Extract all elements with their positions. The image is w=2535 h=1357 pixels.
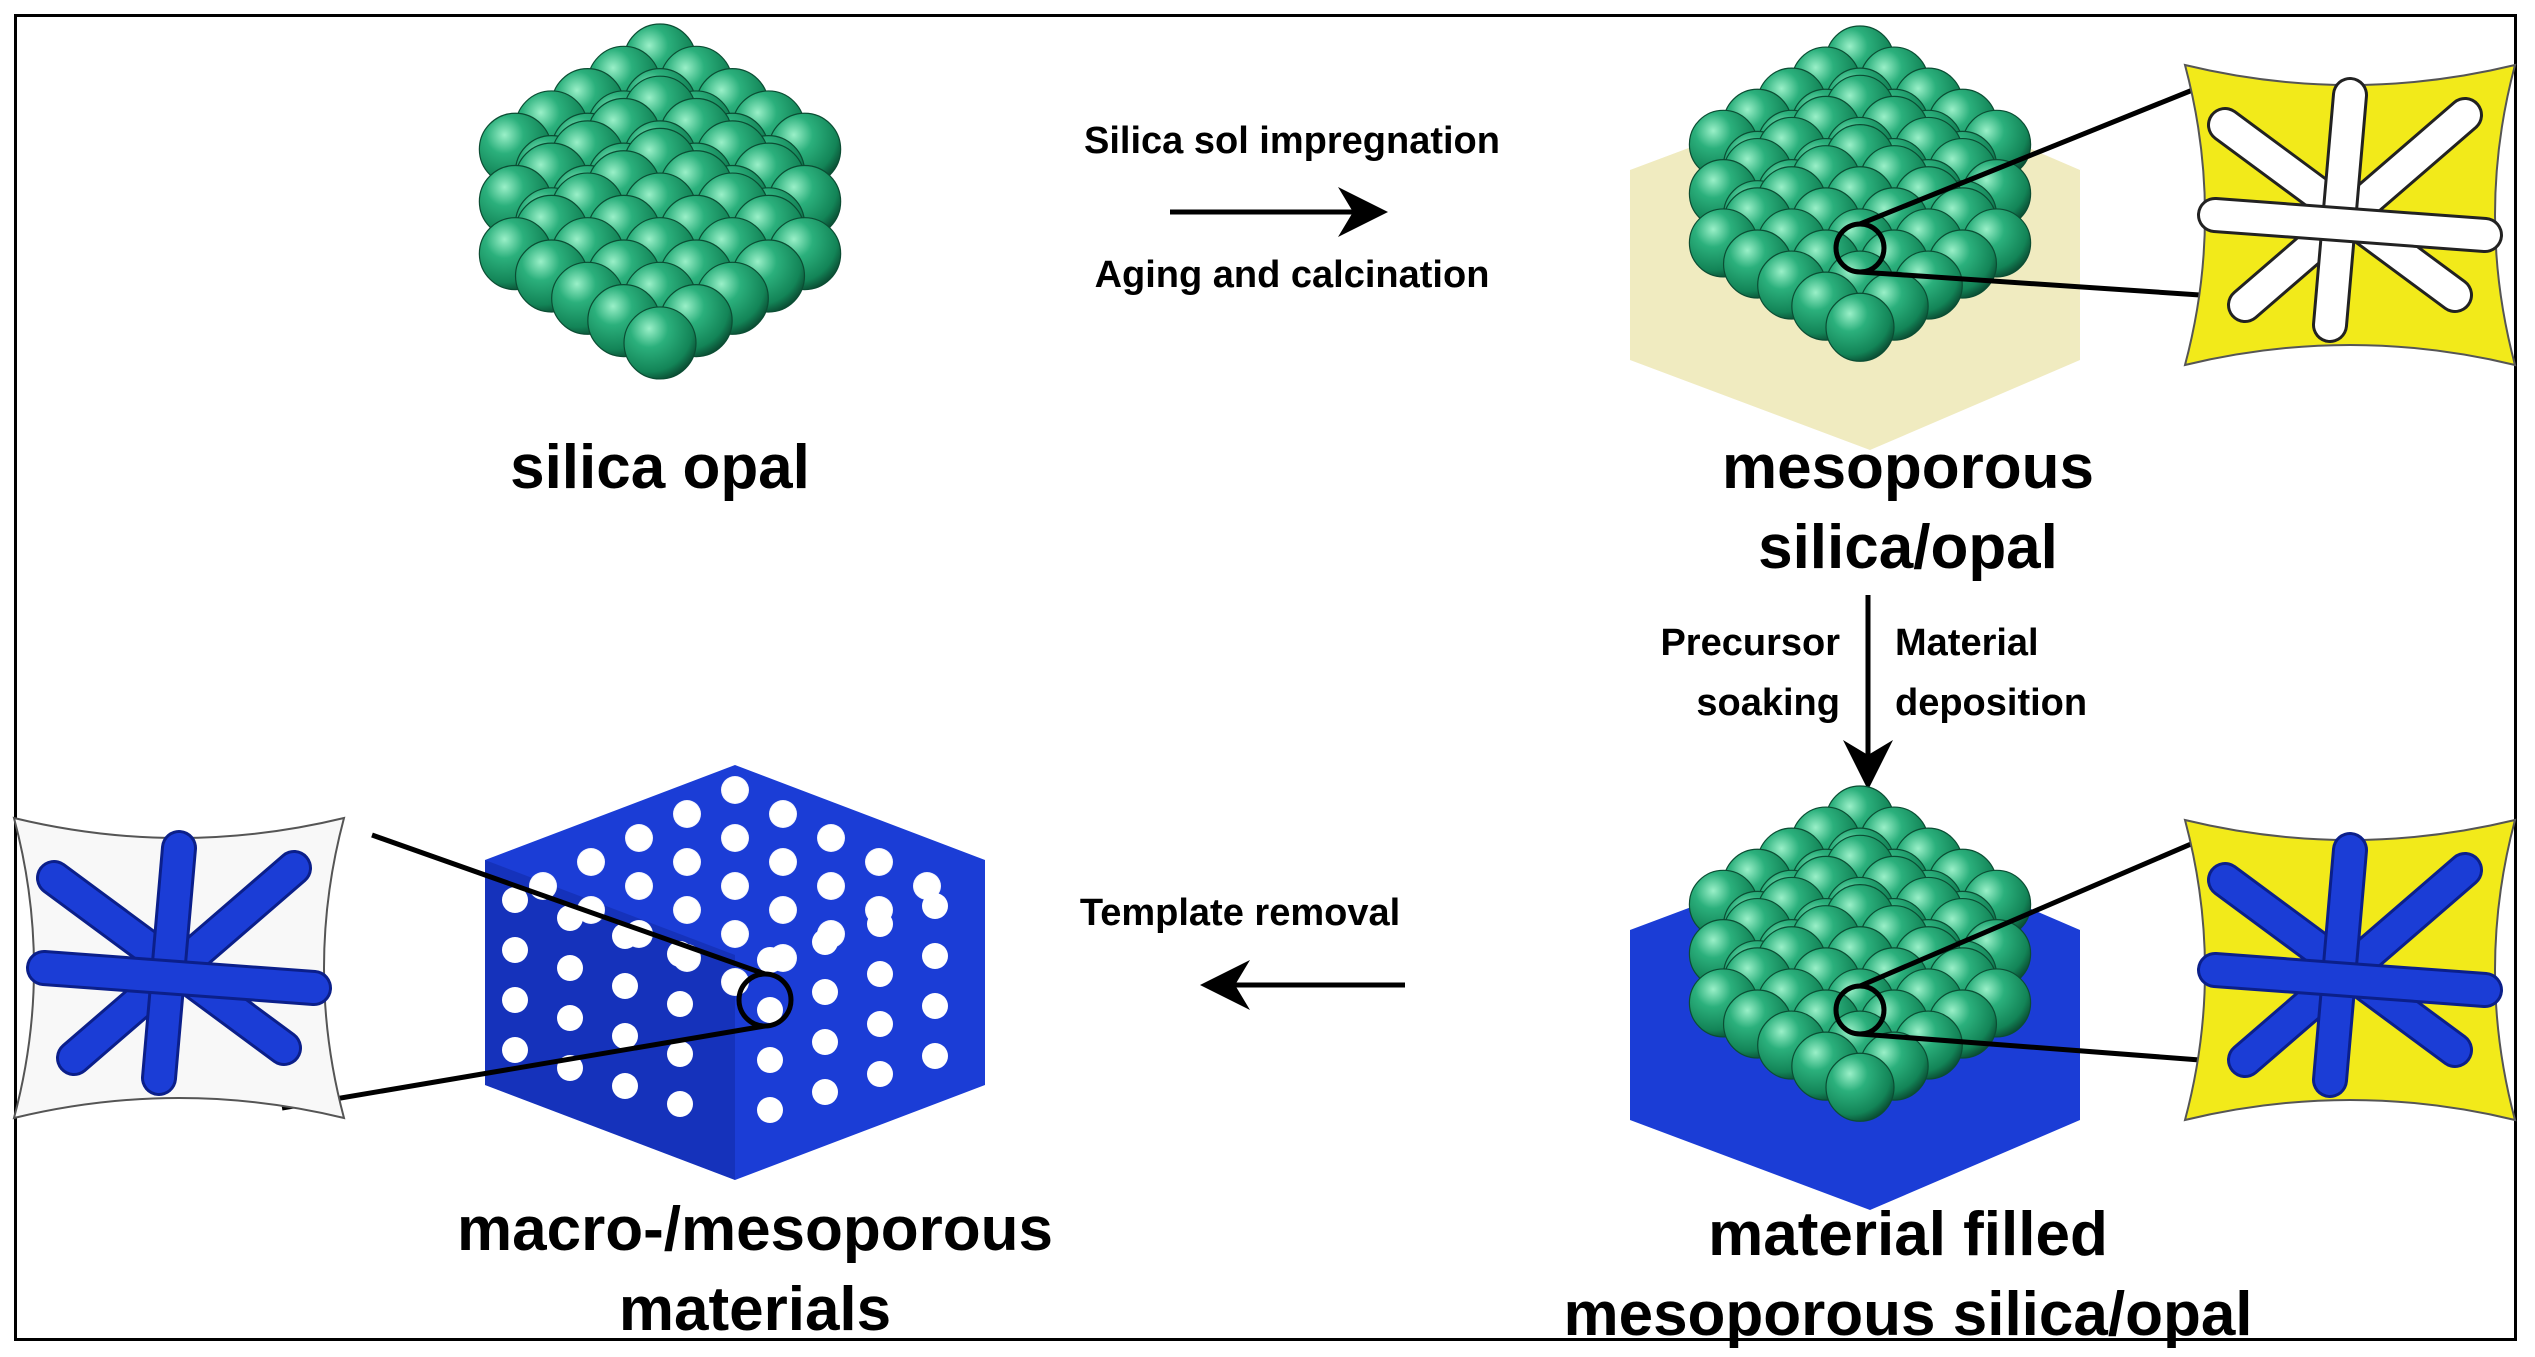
label-material: Material [1895, 622, 2039, 664]
zoom-line-br-1 [1859, 835, 2206, 989]
inverse-side-hole [667, 991, 693, 1017]
inverse-side-hole [612, 973, 638, 999]
inverse-side-hole [757, 1047, 783, 1073]
label-silica-sol-impregnation: Silica sol impregnation [1084, 120, 1500, 162]
inverse-hole [865, 848, 893, 876]
inverse-hole [769, 896, 797, 924]
inverse-side-hole [812, 929, 838, 955]
zoom-line-left-2 [281, 1023, 766, 1111]
zoom-line-top-2 [1859, 269, 2201, 298]
label-silica-opal-2: silica/opal [1758, 513, 2058, 582]
inverse-side-hole [867, 1061, 893, 1087]
label-silica-opal: silica opal [510, 433, 810, 502]
zoom-filled-network [2183, 818, 2517, 1122]
zoom-line-top-1 [1859, 82, 2206, 227]
inverse-side-hole [612, 923, 638, 949]
silica-opal-cluster [478, 23, 842, 380]
inverse-side-hole [502, 937, 528, 963]
zoom-mesopore-network [2183, 63, 2517, 367]
inverse-hole [721, 872, 749, 900]
inverse-hole [625, 872, 653, 900]
inverse-hole [769, 848, 797, 876]
inverse-side-hole [867, 1011, 893, 1037]
inverse-side-hole [812, 1029, 838, 1055]
label-macro-mesoporous: macro-/mesoporous [457, 1195, 1053, 1264]
inverse-hole [673, 848, 701, 876]
inverse-hole [721, 824, 749, 852]
zoom-line-left-1 [371, 832, 766, 977]
inverse-side-hole [557, 905, 583, 931]
figure-frame [14, 14, 2517, 1341]
zoom-top-tube [2200, 200, 2500, 250]
inverse-hole [673, 800, 701, 828]
label-template-removal: Template removal [1080, 892, 1400, 934]
label-soaking: soaking [1696, 682, 1840, 724]
zoom-material-network [12, 816, 346, 1120]
inverse-side-hole [867, 911, 893, 937]
inverse-opal-structure [485, 765, 985, 1180]
inverse-side-hole [667, 1091, 693, 1117]
inverse-side-hole [502, 1037, 528, 1063]
label-materials: materials [619, 1275, 891, 1344]
inverse-hole [625, 824, 653, 852]
inverse-hole [817, 824, 845, 852]
inverse-side-hole [757, 947, 783, 973]
zoom-left-tube [29, 953, 329, 1003]
label-mesoporous-silica-opal: mesoporous silica/opal [1563, 1280, 2252, 1349]
inverse-side-hole [757, 1097, 783, 1123]
opal-sphere [623, 306, 697, 380]
inverse-hole [721, 920, 749, 948]
inverse-side-hole [922, 1043, 948, 1069]
label-mesoporous: mesoporous [1722, 433, 2094, 502]
label-material-filled: material filled [1708, 1200, 2108, 1269]
mesoporous-opal-cluster [1688, 25, 2032, 362]
label-precursor: Precursor [1660, 622, 1840, 664]
inverse-side-hole [812, 979, 838, 1005]
inverse-side-hole [812, 1079, 838, 1105]
inverse-side-hole [922, 943, 948, 969]
inverse-side-hole [502, 887, 528, 913]
mesoporous-sphere [1825, 292, 1895, 362]
inverse-side-hole [612, 1023, 638, 1049]
inverse-hole [817, 872, 845, 900]
label-aging-calcination: Aging and calcination [1095, 254, 1490, 296]
label-deposition: deposition [1895, 682, 2087, 724]
inverse-side-hole [612, 1073, 638, 1099]
inverse-hole [721, 776, 749, 804]
filled-sphere [1825, 1052, 1895, 1122]
inverse-hole [913, 872, 941, 900]
inverse-hole [577, 848, 605, 876]
inverse-side-hole [557, 1005, 583, 1031]
inverse-side-hole [502, 987, 528, 1013]
inverse-hole [673, 896, 701, 924]
inverse-side-hole [757, 997, 783, 1023]
zoom-br-tube [2200, 955, 2500, 1005]
zoom-line-br-2 [1859, 1031, 2201, 1063]
inverse-side-hole [922, 893, 948, 919]
inverse-hole [769, 800, 797, 828]
inverse-side-hole [922, 993, 948, 1019]
inverse-side-hole [867, 961, 893, 987]
inverse-side-hole [557, 955, 583, 981]
inverse-side-hole [667, 1041, 693, 1067]
